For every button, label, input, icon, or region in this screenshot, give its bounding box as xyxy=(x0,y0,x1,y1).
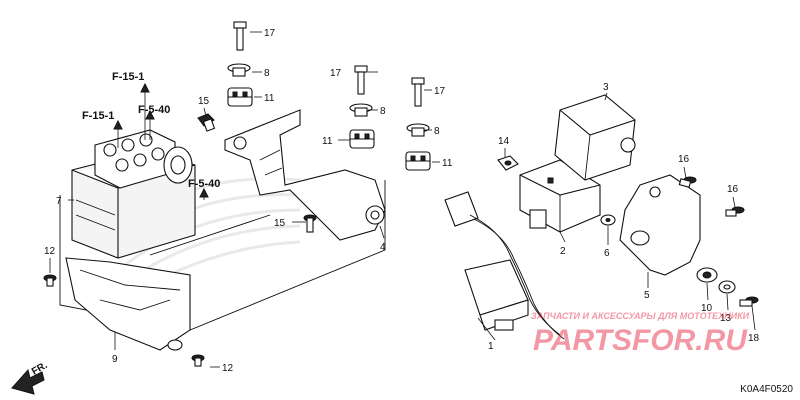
callout-16: 16 xyxy=(678,154,690,165)
grommet-11-right xyxy=(405,151,431,171)
callout-2: 2 xyxy=(560,246,566,257)
abs-lower-cover xyxy=(65,257,191,351)
callout-17: 17 xyxy=(330,68,342,79)
bolt-17-top xyxy=(233,21,247,51)
callout-4: 4 xyxy=(380,242,386,253)
callout-12: 12 xyxy=(44,246,56,257)
abs-modulator xyxy=(71,129,196,259)
reference-arrows xyxy=(113,82,209,198)
bolt-15-mid xyxy=(303,214,317,233)
bolt-18 xyxy=(739,296,759,307)
nut-14 xyxy=(497,155,519,171)
grommet-11-mid xyxy=(349,129,375,149)
callout-8: 8 xyxy=(380,106,386,117)
sensor-bracket-5 xyxy=(619,174,701,276)
ref-f540-top: F-5-40 xyxy=(138,104,170,116)
callout-11: 11 xyxy=(264,93,275,104)
bolt-12-bottom xyxy=(191,354,205,367)
bolt-17-mid xyxy=(354,65,368,95)
ref-f540-mid: F-5-40 xyxy=(188,178,220,190)
callout-6: 6 xyxy=(604,248,610,259)
bolt-17-right xyxy=(411,77,425,107)
callout-8: 8 xyxy=(434,126,440,137)
collar-13 xyxy=(718,280,736,294)
washer-6 xyxy=(600,214,616,226)
abs-bracket xyxy=(224,109,386,241)
callout-1: 1 xyxy=(488,341,494,352)
control-unit-3 xyxy=(554,94,636,181)
watermark-brand: PARTSFOR.RU xyxy=(533,324,748,357)
callout-11: 11 xyxy=(442,158,453,169)
grommet-11-top xyxy=(227,87,253,107)
callout-7: 7 xyxy=(56,196,62,207)
sensor-harness xyxy=(444,191,565,340)
collar-8-right xyxy=(406,123,430,137)
callout-17: 17 xyxy=(264,28,276,39)
callout-17: 17 xyxy=(434,86,446,97)
ref-f15-top: F-15-1 xyxy=(112,71,144,83)
watermark-tagline: ЗАПЧАСТИ И АКСЕССУАРЫ ДЛЯ МОТОТЕХНИКИ xyxy=(531,311,750,321)
callout-5: 5 xyxy=(644,290,650,301)
callout-12: 12 xyxy=(222,363,234,374)
grommet-10 xyxy=(696,267,718,283)
front-label: FR. xyxy=(30,360,50,378)
callout-8: 8 xyxy=(264,68,270,79)
collar-8-top xyxy=(227,63,251,77)
bolt-15-top xyxy=(197,113,216,132)
callout-3: 3 xyxy=(603,82,609,93)
callout-10: 10 xyxy=(701,303,713,314)
collar-8-mid xyxy=(349,103,373,117)
ref-f15-left: F-15-1 xyxy=(82,110,114,122)
diagram-code: K0A4F0520 xyxy=(740,384,793,395)
callout-18: 18 xyxy=(748,333,760,344)
callout-13: 13 xyxy=(720,313,732,324)
callout-11: 11 xyxy=(322,136,333,147)
bolt-12-left xyxy=(43,274,57,287)
callout-15: 15 xyxy=(198,96,210,107)
sensor-unit-2 xyxy=(519,159,601,233)
callout-9: 9 xyxy=(112,354,118,365)
bolt-16-right xyxy=(725,206,745,217)
callout-16: 16 xyxy=(727,184,739,195)
callout-15: 15 xyxy=(274,218,286,229)
front-arrow-icon xyxy=(11,368,45,395)
bolt-16-left xyxy=(678,176,697,188)
callout-14: 14 xyxy=(498,136,510,147)
